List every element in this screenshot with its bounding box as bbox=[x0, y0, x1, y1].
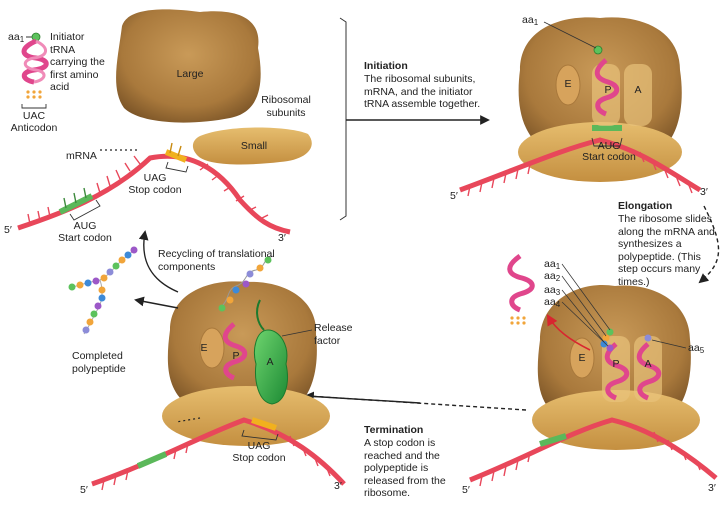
bottom-left-site-e: E bbox=[200, 342, 208, 354]
stop-codon-label: Stop codon bbox=[128, 184, 182, 196]
bottom-left-5prime: 5′ bbox=[80, 484, 88, 496]
bottom-right-3prime: 3′ bbox=[708, 482, 716, 494]
recycling-label: Recycling of translational components bbox=[158, 248, 275, 273]
initiation-title: Initiation bbox=[364, 60, 408, 72]
large-subunit bbox=[116, 9, 261, 123]
bottom-left-stop-codon-label: Stop codon bbox=[232, 452, 286, 464]
termination-text: A stop codon is reached and the polypept… bbox=[364, 437, 446, 499]
start-codon-seq: AUG bbox=[73, 220, 97, 232]
top-site-a: A bbox=[634, 84, 642, 96]
assembly-bracket bbox=[339, 17, 347, 221]
initiator-trna-label: Initiator tRNA carrying the first amino … bbox=[50, 31, 105, 93]
bottom-right-site-e: E bbox=[578, 352, 586, 364]
top-site-e: E bbox=[564, 78, 572, 90]
termination-arrow-head bbox=[304, 391, 421, 404]
small-subunit-label: Small bbox=[240, 140, 268, 152]
small-subunit bbox=[192, 127, 312, 165]
top-site-p: P bbox=[604, 84, 612, 96]
top-start-codon-seq: AUG bbox=[597, 140, 621, 152]
initiation-text: The ribosomal subunits, mRNA, and the in… bbox=[364, 73, 481, 110]
elongation-ribosome bbox=[469, 253, 718, 487]
start-codon-label: Start codon bbox=[58, 232, 112, 244]
initiator-trna bbox=[21, 32, 49, 109]
free-mrna bbox=[17, 142, 291, 235]
bottom-left-3prime: 3′ bbox=[334, 480, 342, 492]
release-factor-site: A bbox=[266, 356, 274, 368]
bottom-right-site-a: A bbox=[644, 358, 652, 370]
large-subunit-label: Large bbox=[176, 68, 204, 80]
completed-polypeptide bbox=[68, 246, 138, 335]
elongation-title: Elongation bbox=[618, 200, 673, 212]
top-5prime: 5′ bbox=[450, 190, 458, 202]
release-arrow bbox=[134, 296, 179, 309]
bottom-right-5prime: 5′ bbox=[462, 484, 470, 496]
aa2-label: aa2 bbox=[544, 270, 561, 283]
termination-title: Termination bbox=[364, 424, 424, 436]
completed-polypeptide-label: Completed polypeptide bbox=[72, 350, 126, 375]
recycling-arrow bbox=[138, 230, 179, 293]
anticodon-label: Anticodon bbox=[10, 122, 58, 134]
top-3prime: 3′ bbox=[700, 186, 708, 198]
top-aa1-label: aa1 bbox=[522, 14, 539, 27]
aa4-label: aa4 bbox=[544, 296, 561, 309]
bottom-left-site-p: P bbox=[232, 350, 240, 362]
anticodon-seq: UAC bbox=[22, 110, 46, 122]
top-start-codon-label: Start codon bbox=[582, 151, 636, 163]
initiator-aa-label: aa1 bbox=[8, 31, 25, 44]
stop-codon-seq: UAG bbox=[143, 172, 167, 184]
aa1-label: aa1 bbox=[544, 258, 561, 271]
initiation-complex bbox=[459, 17, 702, 197]
bottom-right-site-p: P bbox=[612, 358, 620, 370]
aa3-label: aa3 bbox=[544, 284, 561, 297]
mrna-3prime: 3′ bbox=[278, 232, 286, 244]
release-factor-label: Release factor bbox=[314, 322, 353, 347]
elongation-text: The ribosome slides along the mRNA and s… bbox=[618, 213, 715, 288]
mrna-5prime: 5′ bbox=[4, 224, 12, 236]
mrna-label: mRNA bbox=[66, 150, 97, 162]
bottom-left-stop-codon-seq: UAG bbox=[247, 440, 271, 452]
ribosomal-subunits-label: Ribosomal subunits bbox=[261, 94, 311, 119]
termination-ribosome bbox=[91, 255, 346, 491]
aa5-label: aa5 bbox=[688, 342, 705, 355]
